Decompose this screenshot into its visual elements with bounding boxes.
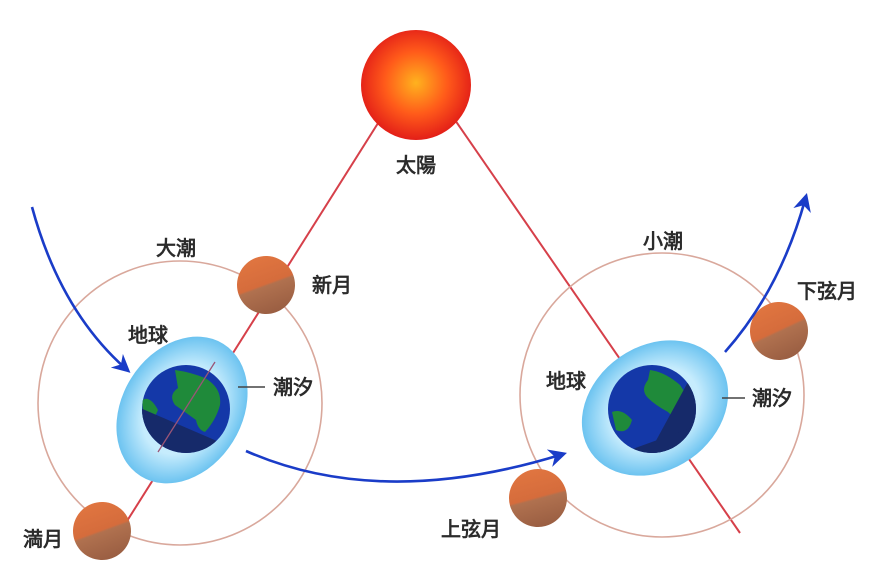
arrow-out-icon (724, 192, 811, 353)
new-moon-label: 新月 (312, 273, 352, 297)
arrow-in-icon (30, 206, 131, 373)
alignment-lines (109, 119, 741, 549)
sun-label: 太陽 (396, 153, 436, 177)
orbit-right (519, 252, 805, 538)
orbit-motion-arrows (30, 192, 811, 483)
full-moon-icon (73, 502, 131, 560)
tide-left-label: 潮汐 (273, 375, 313, 399)
sun-icon (361, 30, 471, 140)
arrow-mid-icon (245, 449, 567, 483)
orbit-left (37, 260, 323, 546)
first-quarter-label: 上弦月 (441, 517, 501, 541)
spring-tide-label: 大潮 (156, 236, 196, 260)
earth-left-icon (142, 361, 230, 453)
last-quarter-moon-icon (750, 302, 808, 360)
full-moon-label: 満月 (23, 527, 63, 551)
last-quarter-label: 下弦月 (797, 279, 857, 303)
neap-tide-label: 小潮 (643, 229, 683, 253)
first-quarter-moon-icon (509, 469, 567, 527)
tide-right-label: 潮汐 (752, 386, 792, 410)
earth-left-label: 地球 (128, 323, 169, 347)
earth-right-label: 地球 (546, 369, 587, 393)
new-moon-icon (237, 256, 295, 314)
